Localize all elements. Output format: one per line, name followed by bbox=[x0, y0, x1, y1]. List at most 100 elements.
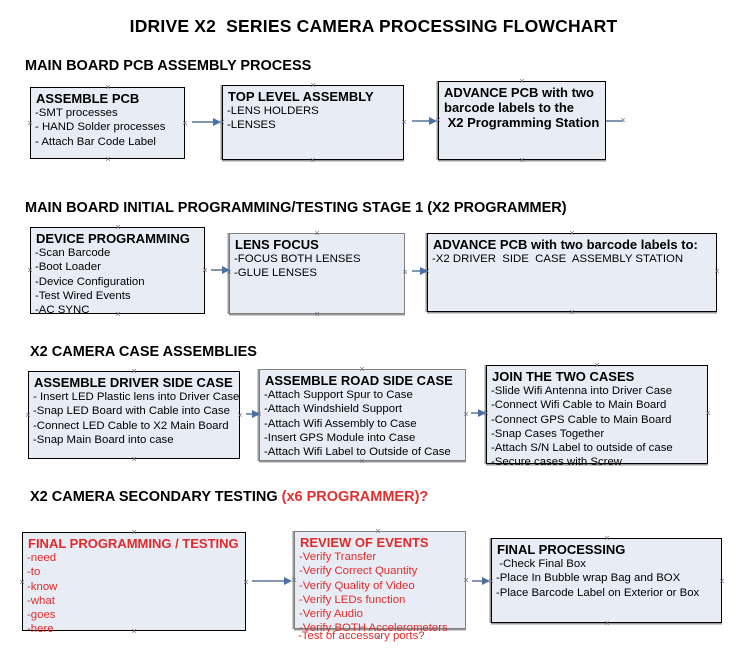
node-review-of-events[interactable]: REVIEW OF EVENTS -Verify Transfer -Verif… bbox=[294, 531, 466, 634]
node-line: -SMT processes bbox=[35, 107, 118, 119]
connection-handle-right[interactable] bbox=[463, 411, 470, 418]
connection-handle-bottom[interactable] bbox=[519, 157, 526, 164]
node-line: -Boot Loader bbox=[35, 261, 101, 274]
node-line: -Secure cases with Screw bbox=[491, 456, 623, 469]
section-heading-4-text: X2 CAMERA SECONDARY TESTING bbox=[30, 489, 282, 505]
connection-handle-top[interactable] bbox=[131, 529, 138, 536]
node-line: -LENS HOLDERS bbox=[227, 105, 319, 117]
node-advance-pcb-station[interactable]: ADVANCE PCB with two barcode labels to t… bbox=[438, 81, 606, 160]
connection-handle-right[interactable] bbox=[719, 578, 726, 585]
connection-handle-bottom[interactable] bbox=[375, 634, 382, 641]
section-heading-4: X2 CAMERA SECONDARY TESTING (x6 PROGRAMM… bbox=[30, 489, 428, 505]
node-title: ASSEMBLE DRIVER SIDE CASE bbox=[34, 375, 233, 390]
node-final-programming-testing[interactable]: FINAL PROGRAMMING / TESTING -need -to -k… bbox=[22, 532, 246, 635]
node-line: -here bbox=[27, 623, 54, 636]
connection-handle-left[interactable] bbox=[25, 412, 32, 419]
node-title: FINAL PROCESSING bbox=[497, 542, 626, 557]
node-advance-pcb-driver-side[interactable]: ADVANCE PCB with two barcode labels to: … bbox=[427, 233, 717, 312]
node-final-processing[interactable]: FINAL PROCESSING -Check Final Box -Place… bbox=[491, 538, 722, 623]
node-title-line3: X2 Programming Station bbox=[444, 115, 600, 130]
connection-handle-right[interactable] bbox=[463, 577, 470, 584]
node-line: -what bbox=[27, 594, 55, 607]
node-line: -Verify Quality of Video bbox=[299, 579, 415, 592]
node-line: -Connect GPS Cable to Main Board bbox=[491, 413, 672, 426]
connection-handle-top[interactable] bbox=[604, 535, 611, 542]
connection-handle-bottom[interactable] bbox=[359, 458, 366, 465]
node-lens-focus[interactable]: LENS FOCUS -FOCUS BOTH LENSES -GLUE LENS… bbox=[229, 233, 405, 314]
node-line: -Slide Wifi Antenna into Driver Case bbox=[491, 385, 673, 397]
node-device-programming[interactable]: DEVICE PROGRAMMING -Scan Barcode -Boot L… bbox=[30, 227, 205, 316]
connection-handle-right[interactable] bbox=[401, 119, 408, 126]
node-title-line2: barcode labels to the bbox=[444, 100, 575, 115]
connection-handle-top[interactable] bbox=[359, 366, 366, 373]
connection-handle-top[interactable] bbox=[115, 224, 122, 231]
node-line: -Attach Wifi Assembly to Case bbox=[264, 417, 417, 430]
section-heading-3: X2 CAMERA CASE ASSEMBLIES bbox=[30, 344, 257, 360]
node-line: - Attach Bar Code Label bbox=[35, 135, 156, 148]
connection-handle-top[interactable] bbox=[594, 362, 601, 369]
node-line: -Verify Transfer bbox=[299, 551, 377, 563]
connection-handle-right[interactable] bbox=[182, 120, 189, 127]
node-top-level-assembly[interactable]: TOP LEVEL ASSEMBLY -LENS HOLDERS -LENSES bbox=[222, 85, 404, 160]
connection-handle-top[interactable] bbox=[314, 230, 321, 237]
connector-stub bbox=[606, 120, 623, 122]
connection-handle-left[interactable] bbox=[27, 120, 34, 127]
connection-handle-bottom[interactable] bbox=[131, 456, 138, 463]
connection-handle-right[interactable] bbox=[402, 269, 409, 276]
connection-handle-bottom[interactable] bbox=[314, 311, 321, 318]
node-title: ADVANCE PCB with two bbox=[444, 85, 594, 100]
arrow-connector bbox=[472, 577, 490, 585]
node-line: -Verify Correct Quantity bbox=[299, 565, 418, 578]
node-line: -know bbox=[27, 580, 58, 593]
connection-handle-right[interactable] bbox=[243, 579, 250, 586]
connection-handle-top[interactable] bbox=[105, 84, 112, 91]
node-line: -X2 DRIVER SIDE CASE ASSEMBLY STATION bbox=[432, 253, 684, 265]
node-line: -LENSES bbox=[227, 119, 276, 132]
node-line: -Connect LED Cable to X2 Main Board bbox=[33, 419, 229, 432]
node-assemble-driver-side-case[interactable]: ASSEMBLE DRIVER SIDE CASE - Insert LED P… bbox=[28, 371, 240, 459]
node-line: -Connect Wifi Cable to Main Board bbox=[491, 399, 667, 412]
node-line: -Place Barcode Label on Exterior or Box bbox=[496, 586, 700, 599]
node-line: -Scan Barcode bbox=[35, 247, 111, 259]
connection-handle-top[interactable] bbox=[310, 82, 317, 89]
connection-handle-left[interactable] bbox=[27, 267, 34, 274]
node-title: ASSEMBLE PCB bbox=[36, 91, 140, 106]
node-line: -Attach Wifi Label to Outside of Case bbox=[264, 446, 451, 459]
node-title: JOIN THE TWO CASES bbox=[492, 369, 635, 384]
connection-handle-bottom[interactable] bbox=[105, 156, 112, 163]
node-line: -Attach Support Spur to Case bbox=[264, 389, 413, 401]
connection-handle-top[interactable] bbox=[519, 78, 526, 85]
connection-handle-bottom[interactable] bbox=[131, 628, 138, 635]
node-title: ADVANCE PCB with two barcode labels to: bbox=[433, 237, 698, 252]
connection-handle-right[interactable] bbox=[202, 267, 209, 274]
node-line: - Insert LED Plastic lens into Driver Ca… bbox=[33, 391, 240, 403]
arrow-connector bbox=[471, 409, 486, 417]
node-line: -Insert GPS Module into Case bbox=[264, 431, 416, 444]
connection-handle-left[interactable] bbox=[19, 579, 26, 586]
arrow-connector bbox=[412, 267, 428, 275]
connection-handle-top[interactable] bbox=[569, 230, 576, 237]
node-line: -need bbox=[27, 552, 57, 564]
connection-handle-right[interactable] bbox=[705, 410, 712, 417]
connection-handle-right[interactable] bbox=[714, 268, 721, 275]
connection-handle-bottom[interactable] bbox=[115, 311, 122, 318]
node-line: -Device Configuration bbox=[35, 275, 145, 288]
node-assemble-pcb[interactable]: ASSEMBLE PCB -SMT processes - HAND Solde… bbox=[30, 87, 185, 159]
node-title: FINAL PROGRAMMING / TESTING bbox=[28, 536, 239, 551]
connection-handle-bottom[interactable] bbox=[310, 157, 317, 164]
page-title: IDRIVE X2 SERIES CAMERA PROCESSING FLOWC… bbox=[129, 16, 618, 36]
connection-handle-right[interactable] bbox=[237, 412, 244, 419]
node-assemble-road-side-case[interactable]: ASSEMBLE ROAD SIDE CASE -Attach Support … bbox=[259, 369, 466, 461]
connection-handle-top[interactable] bbox=[131, 368, 138, 375]
node-line: -Snap Cases Together bbox=[491, 427, 605, 440]
node-title: TOP LEVEL ASSEMBLY bbox=[228, 89, 374, 104]
arrow-connector bbox=[192, 118, 221, 126]
connection-handle-bottom[interactable] bbox=[569, 309, 576, 316]
node-line: -FOCUS BOTH LENSES bbox=[234, 253, 361, 265]
node-line: -Snap LED Board with Cable into Case bbox=[33, 405, 230, 418]
node-join-the-two-cases[interactable]: JOIN THE TWO CASES -Slide Wifi Antenna i… bbox=[486, 365, 708, 468]
arrow-connector bbox=[412, 117, 437, 125]
connection-handle-bottom[interactable] bbox=[594, 461, 601, 468]
connection-handle-top[interactable] bbox=[375, 528, 382, 535]
connection-handle-bottom[interactable] bbox=[604, 620, 611, 627]
